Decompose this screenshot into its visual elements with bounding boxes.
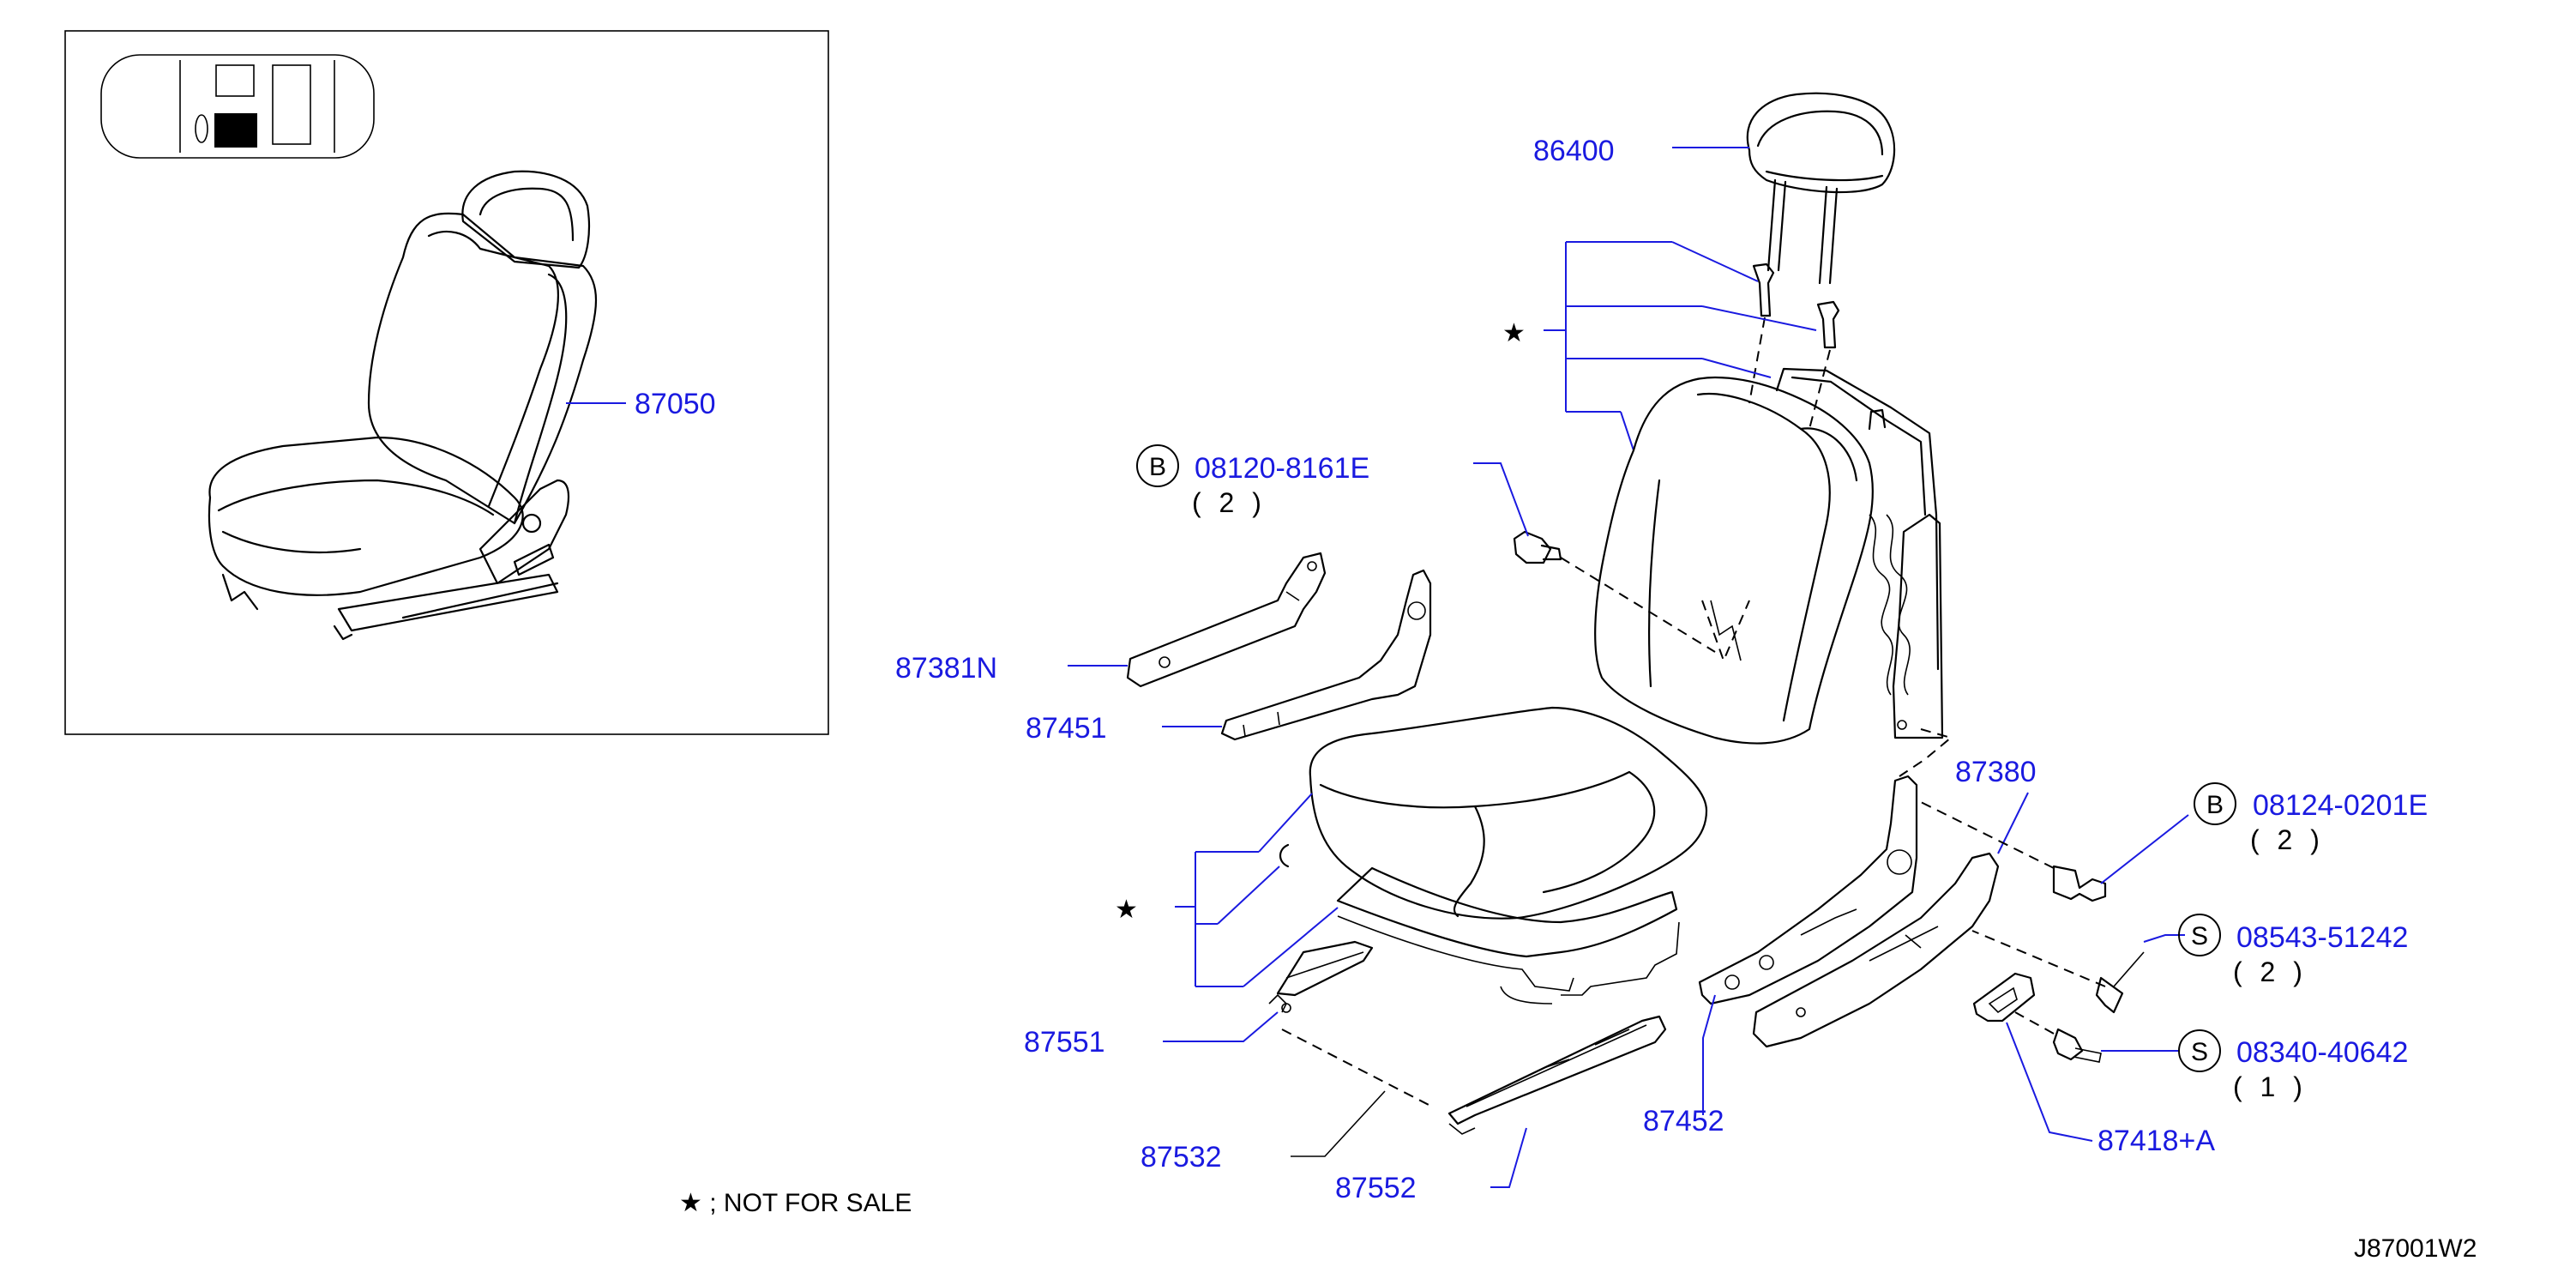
headrest-guide-drawing — [1748, 262, 1840, 430]
bolt-08120-drawing — [1473, 462, 1716, 653]
circle-B-08124: B — [2194, 782, 2236, 825]
slide-rail-87551-drawing — [1268, 940, 1374, 1013]
slide-rail-87552-drawing — [1447, 1015, 1667, 1135]
star-bracket-upper — [1544, 241, 1817, 451]
star-symbol-upper: ★ — [1502, 319, 1526, 347]
vehicle-locator-icon — [100, 54, 375, 159]
svg-text:B: B — [1149, 453, 1166, 481]
clip-drawing — [1279, 843, 1290, 868]
inset-panel: 87050 — [64, 30, 829, 735]
knob-87418A-drawing — [1972, 972, 2093, 1142]
screw-08543-drawing — [1971, 930, 2185, 1014]
star-bracket-lower — [1175, 793, 1339, 987]
svg-text:S: S — [2191, 922, 2208, 950]
bolt-08124-drawing — [1920, 801, 2189, 902]
seat-assembly-drawing — [208, 170, 598, 641]
qty-08120: ( 2 ) — [1192, 487, 1267, 518]
circle-B-08120: B — [1136, 444, 1179, 487]
screw-08340-drawing — [2014, 1011, 2178, 1063]
label-87552: 87552 — [1335, 1172, 1417, 1204]
seat-cushion-drawing — [1309, 706, 1708, 1005]
wire-87532-drawing — [1281, 1029, 1433, 1107]
label-87380: 87380 — [1955, 756, 2037, 788]
hinge-cover-87451-drawing — [1220, 569, 1432, 741]
svg-text:S: S — [2191, 1038, 2208, 1066]
label-87381N: 87381N — [895, 652, 997, 685]
seat-back-drawing — [1594, 367, 1944, 745]
label-86400: 86400 — [1533, 135, 1615, 167]
qty-08543: ( 2 ) — [2233, 956, 2308, 987]
headrest-drawing — [1746, 92, 1896, 285]
label-08124-0201E: 08124-0201E — [2253, 789, 2428, 822]
circle-S-08340: S — [2178, 1029, 2221, 1072]
label-08340-40642: 08340-40642 — [2236, 1036, 2408, 1069]
label-08543-51242: 08543-51242 — [2236, 921, 2408, 954]
recliner-87452-drawing — [1698, 775, 1918, 1005]
label-87451: 87451 — [1026, 712, 1107, 745]
label-87551: 87551 — [1024, 1026, 1105, 1059]
qty-08124: ( 2 ) — [2250, 824, 2325, 855]
label-87532: 87532 — [1141, 1141, 1222, 1173]
label-87418A: 87418+A — [2098, 1125, 2215, 1157]
qty-08340: ( 1 ) — [2233, 1071, 2308, 1102]
figure-id: J87001W2 — [2354, 1234, 2477, 1263]
hinge-cover-87381N-drawing — [1126, 552, 1327, 688]
label-87050: 87050 — [635, 388, 716, 420]
star-symbol-lower: ★ — [1115, 896, 1138, 924]
recliner-87380-drawing — [1752, 852, 2000, 1048]
legend-not-for-sale: ★ ; NOT FOR SALE — [679, 1189, 912, 1217]
circle-S-08543: S — [2178, 914, 2221, 956]
label-08120-8161E: 08120-8161E — [1195, 452, 1369, 485]
label-87452: 87452 — [1643, 1105, 1724, 1137]
svg-text:B: B — [2206, 791, 2224, 819]
